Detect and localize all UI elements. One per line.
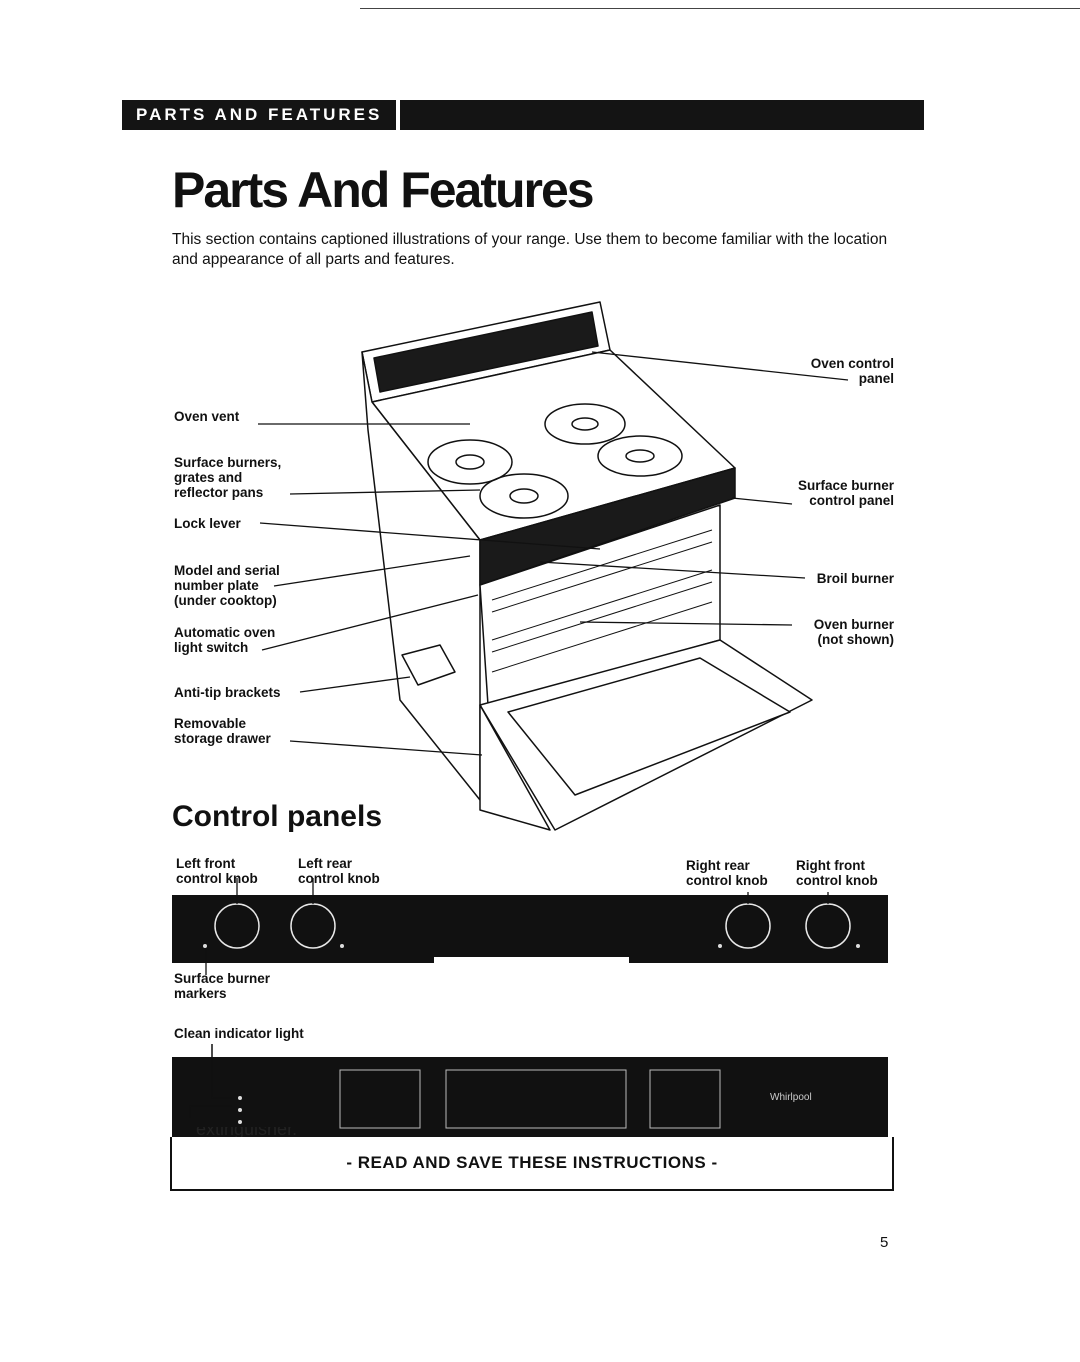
label-oven-control-panel: Oven control panel (810, 356, 894, 386)
label-left-rear-knob: Left rear control knob (298, 856, 380, 886)
label-storage-drawer: Removable storage drawer (174, 716, 271, 746)
panel-bottom-strip-right (629, 957, 888, 963)
label-anti-tip: Anti-tip brackets (174, 685, 281, 700)
label-surface-burners: Surface burners, grates and reflector pa… (174, 455, 282, 500)
label-broil-burner: Broil burner (816, 571, 894, 586)
label-clean-indicator: Clean indicator light (174, 1026, 304, 1041)
oven-panel-partial-text: extinguisher. (196, 1127, 298, 1137)
read-save-text: - READ AND SAVE THESE INSTRUCTIONS - (346, 1153, 718, 1172)
label-surface-markers: Surface burner markers (174, 971, 271, 1001)
page-number: 5 (880, 1234, 889, 1251)
section-banner: PARTS AND FEATURES (122, 100, 924, 130)
label-model-serial: Model and serial number plate (under coo… (174, 563, 280, 608)
panel-bottom-strip (172, 957, 434, 963)
label-left-front-knob: Left front control knob (176, 856, 258, 886)
intro-paragraph: This section contains captioned illustra… (172, 231, 888, 268)
panel-notch (434, 957, 629, 963)
section-banner-label: PARTS AND FEATURES (122, 100, 401, 130)
page-title: Parts And Features (172, 162, 595, 218)
label-right-front-knob: Right front control knob (796, 858, 878, 888)
label-surface-burner-control: Surface burner control panel (797, 478, 894, 508)
oven-panel-brand: Whirlpool (770, 1092, 812, 1103)
label-lock-lever: Lock lever (174, 516, 241, 531)
control-panels-heading: Control panels (172, 800, 383, 833)
top-rule (360, 8, 1080, 9)
label-oven-burner: Oven burner (not shown) (813, 617, 894, 647)
label-right-rear-knob: Right rear control knob (686, 858, 768, 888)
label-auto-oven-light: Automatic oven light switch (174, 625, 276, 655)
read-save-box: - READ AND SAVE THESE INSTRUCTIONS - (170, 1137, 894, 1191)
label-oven-vent: Oven vent (174, 409, 240, 424)
